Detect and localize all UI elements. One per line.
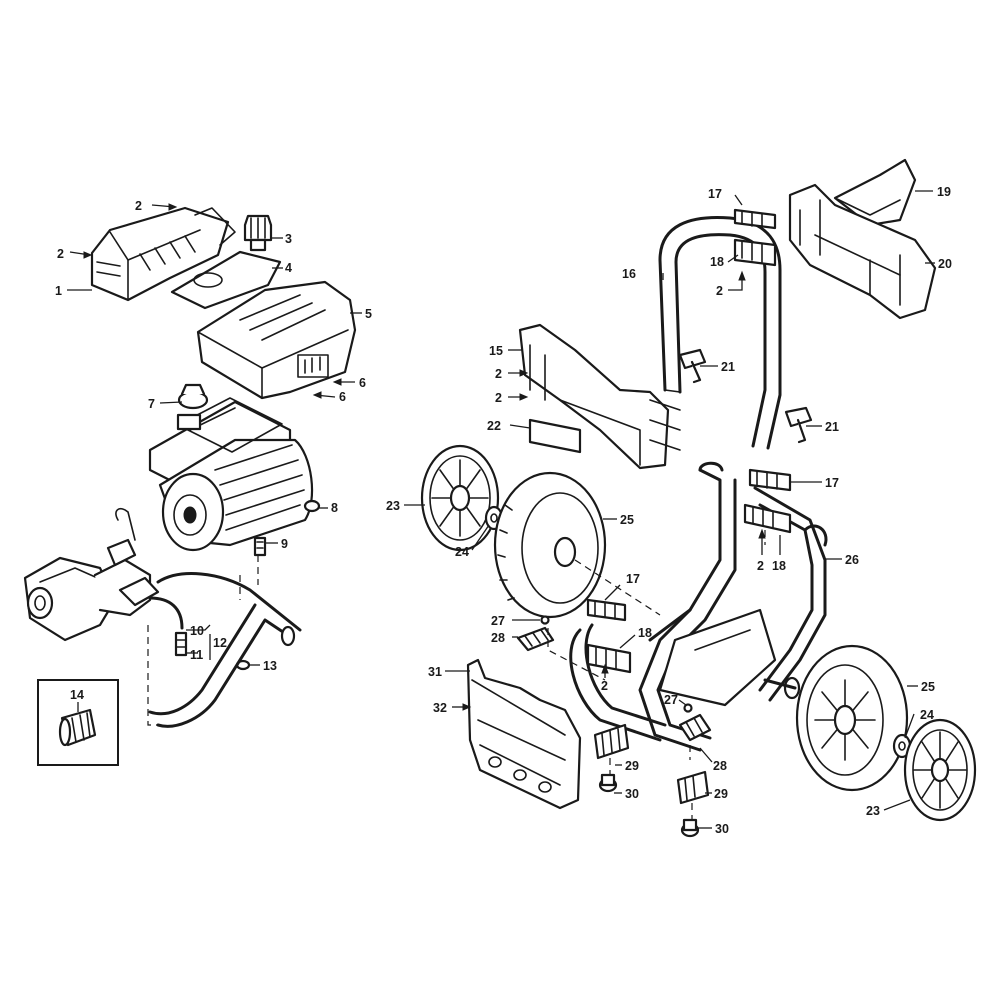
part-21-knob-lower xyxy=(784,406,813,444)
callout-8: 8 xyxy=(331,501,338,515)
part-29-foot-left xyxy=(593,723,630,760)
callout-10: 10 xyxy=(190,624,204,638)
callout-18: 18 xyxy=(638,626,652,640)
part-23-hubcap-right xyxy=(903,718,977,822)
part-25-wheel-left xyxy=(493,471,661,619)
callout-19: 19 xyxy=(937,185,951,199)
callout-29: 29 xyxy=(625,759,639,773)
callout-29: 29 xyxy=(714,787,728,801)
callout-2: 2 xyxy=(757,559,764,573)
callout-25: 25 xyxy=(921,680,935,694)
part-18-clamp-low xyxy=(586,643,632,674)
callout-2: 2 xyxy=(601,679,608,693)
part-7-cap xyxy=(177,383,209,410)
callout-7: 7 xyxy=(148,397,155,411)
callout-18: 18 xyxy=(710,255,724,269)
part-4-top-plate xyxy=(170,250,282,310)
callout-2: 2 xyxy=(495,367,502,381)
part-15-side-bracket xyxy=(518,323,681,470)
callout-24: 24 xyxy=(920,708,934,722)
callout-26: 26 xyxy=(845,553,859,567)
part-27-bolt-right xyxy=(683,703,693,713)
part-26-frame xyxy=(569,461,828,752)
part-22-label xyxy=(528,418,582,454)
part-23-hubcap-left xyxy=(420,444,500,552)
inset-filter-box xyxy=(37,679,119,766)
part-17-clamp-mid xyxy=(748,468,792,492)
callout-21: 21 xyxy=(721,360,735,374)
part-14-filter xyxy=(58,708,97,747)
part-18-clamp-top xyxy=(733,238,777,267)
callout-labels: 2 2 1 3 4 5 6 6 7 8 9 10 11 12 13 14 17 … xyxy=(55,185,952,836)
callout-14: 14 xyxy=(70,688,84,702)
callout-11: 11 xyxy=(190,648,203,662)
callout-12: 12 xyxy=(213,636,227,650)
callout-2: 2 xyxy=(716,284,723,298)
part-29-foot-right xyxy=(676,770,710,805)
callout-15: 15 xyxy=(489,344,503,358)
left-assembly-lines xyxy=(147,555,259,726)
callout-17: 17 xyxy=(825,476,839,490)
motor-assembly xyxy=(148,397,314,552)
part-20-bracket xyxy=(788,183,937,320)
callout-13: 13 xyxy=(263,659,277,673)
part-5-motor-cover xyxy=(196,280,357,400)
part-27-bolt-left xyxy=(540,615,550,625)
part-9-fitting xyxy=(253,536,267,557)
callout-5: 5 xyxy=(365,307,372,321)
left-frame-tube xyxy=(148,572,302,728)
part-17-clamp-low xyxy=(586,598,627,622)
callout-6: 6 xyxy=(359,376,366,390)
callout-17: 17 xyxy=(626,572,640,586)
callout-32: 32 xyxy=(433,701,447,715)
part-21-knob-upper xyxy=(678,348,707,384)
callout-2: 2 xyxy=(135,199,142,213)
part-30-cap-right xyxy=(680,818,700,838)
callout-16: 16 xyxy=(622,267,636,281)
callout-27: 27 xyxy=(491,614,505,628)
callout-4: 4 xyxy=(285,261,292,275)
callout-21: 21 xyxy=(825,420,839,434)
callout-25: 25 xyxy=(620,513,634,527)
callout-17: 17 xyxy=(708,187,722,201)
callout-27: 27 xyxy=(664,693,678,707)
part-30-cap-left xyxy=(598,773,618,793)
part-28-clip-left xyxy=(516,626,555,652)
leader-lines xyxy=(67,190,935,829)
callout-28: 28 xyxy=(491,631,505,645)
part-31-32-front-guard xyxy=(466,658,582,810)
part-25-wheel-right xyxy=(795,644,909,792)
callout-18: 18 xyxy=(772,559,786,573)
callout-30: 30 xyxy=(625,787,639,801)
callout-31: 31 xyxy=(428,665,442,679)
callout-22: 22 xyxy=(487,419,501,433)
part-8-screw xyxy=(303,499,321,513)
callout-2: 2 xyxy=(495,391,502,405)
callout-2: 2 xyxy=(57,247,64,261)
part-1-rear-cover xyxy=(90,206,236,302)
callout-6: 6 xyxy=(339,390,346,404)
callout-24: 24 xyxy=(455,545,469,559)
callout-23: 23 xyxy=(866,804,880,818)
right-assembly-lines xyxy=(547,530,766,820)
part-3-knob xyxy=(243,214,273,252)
callout-1: 1 xyxy=(55,284,62,298)
callout-23: 23 xyxy=(386,499,400,513)
callout-3: 3 xyxy=(285,232,292,246)
callout-20: 20 xyxy=(938,257,952,271)
part-16-handle xyxy=(658,216,782,450)
callout-9: 9 xyxy=(281,537,288,551)
part-18-clamp-mid xyxy=(743,503,792,534)
callout-28: 28 xyxy=(713,759,727,773)
part-28-clip-right xyxy=(678,713,712,742)
part-17-clamp-top xyxy=(733,208,777,230)
part-11-connector xyxy=(174,631,188,657)
pump-assembly xyxy=(23,508,184,642)
callout-30: 30 xyxy=(715,822,729,836)
